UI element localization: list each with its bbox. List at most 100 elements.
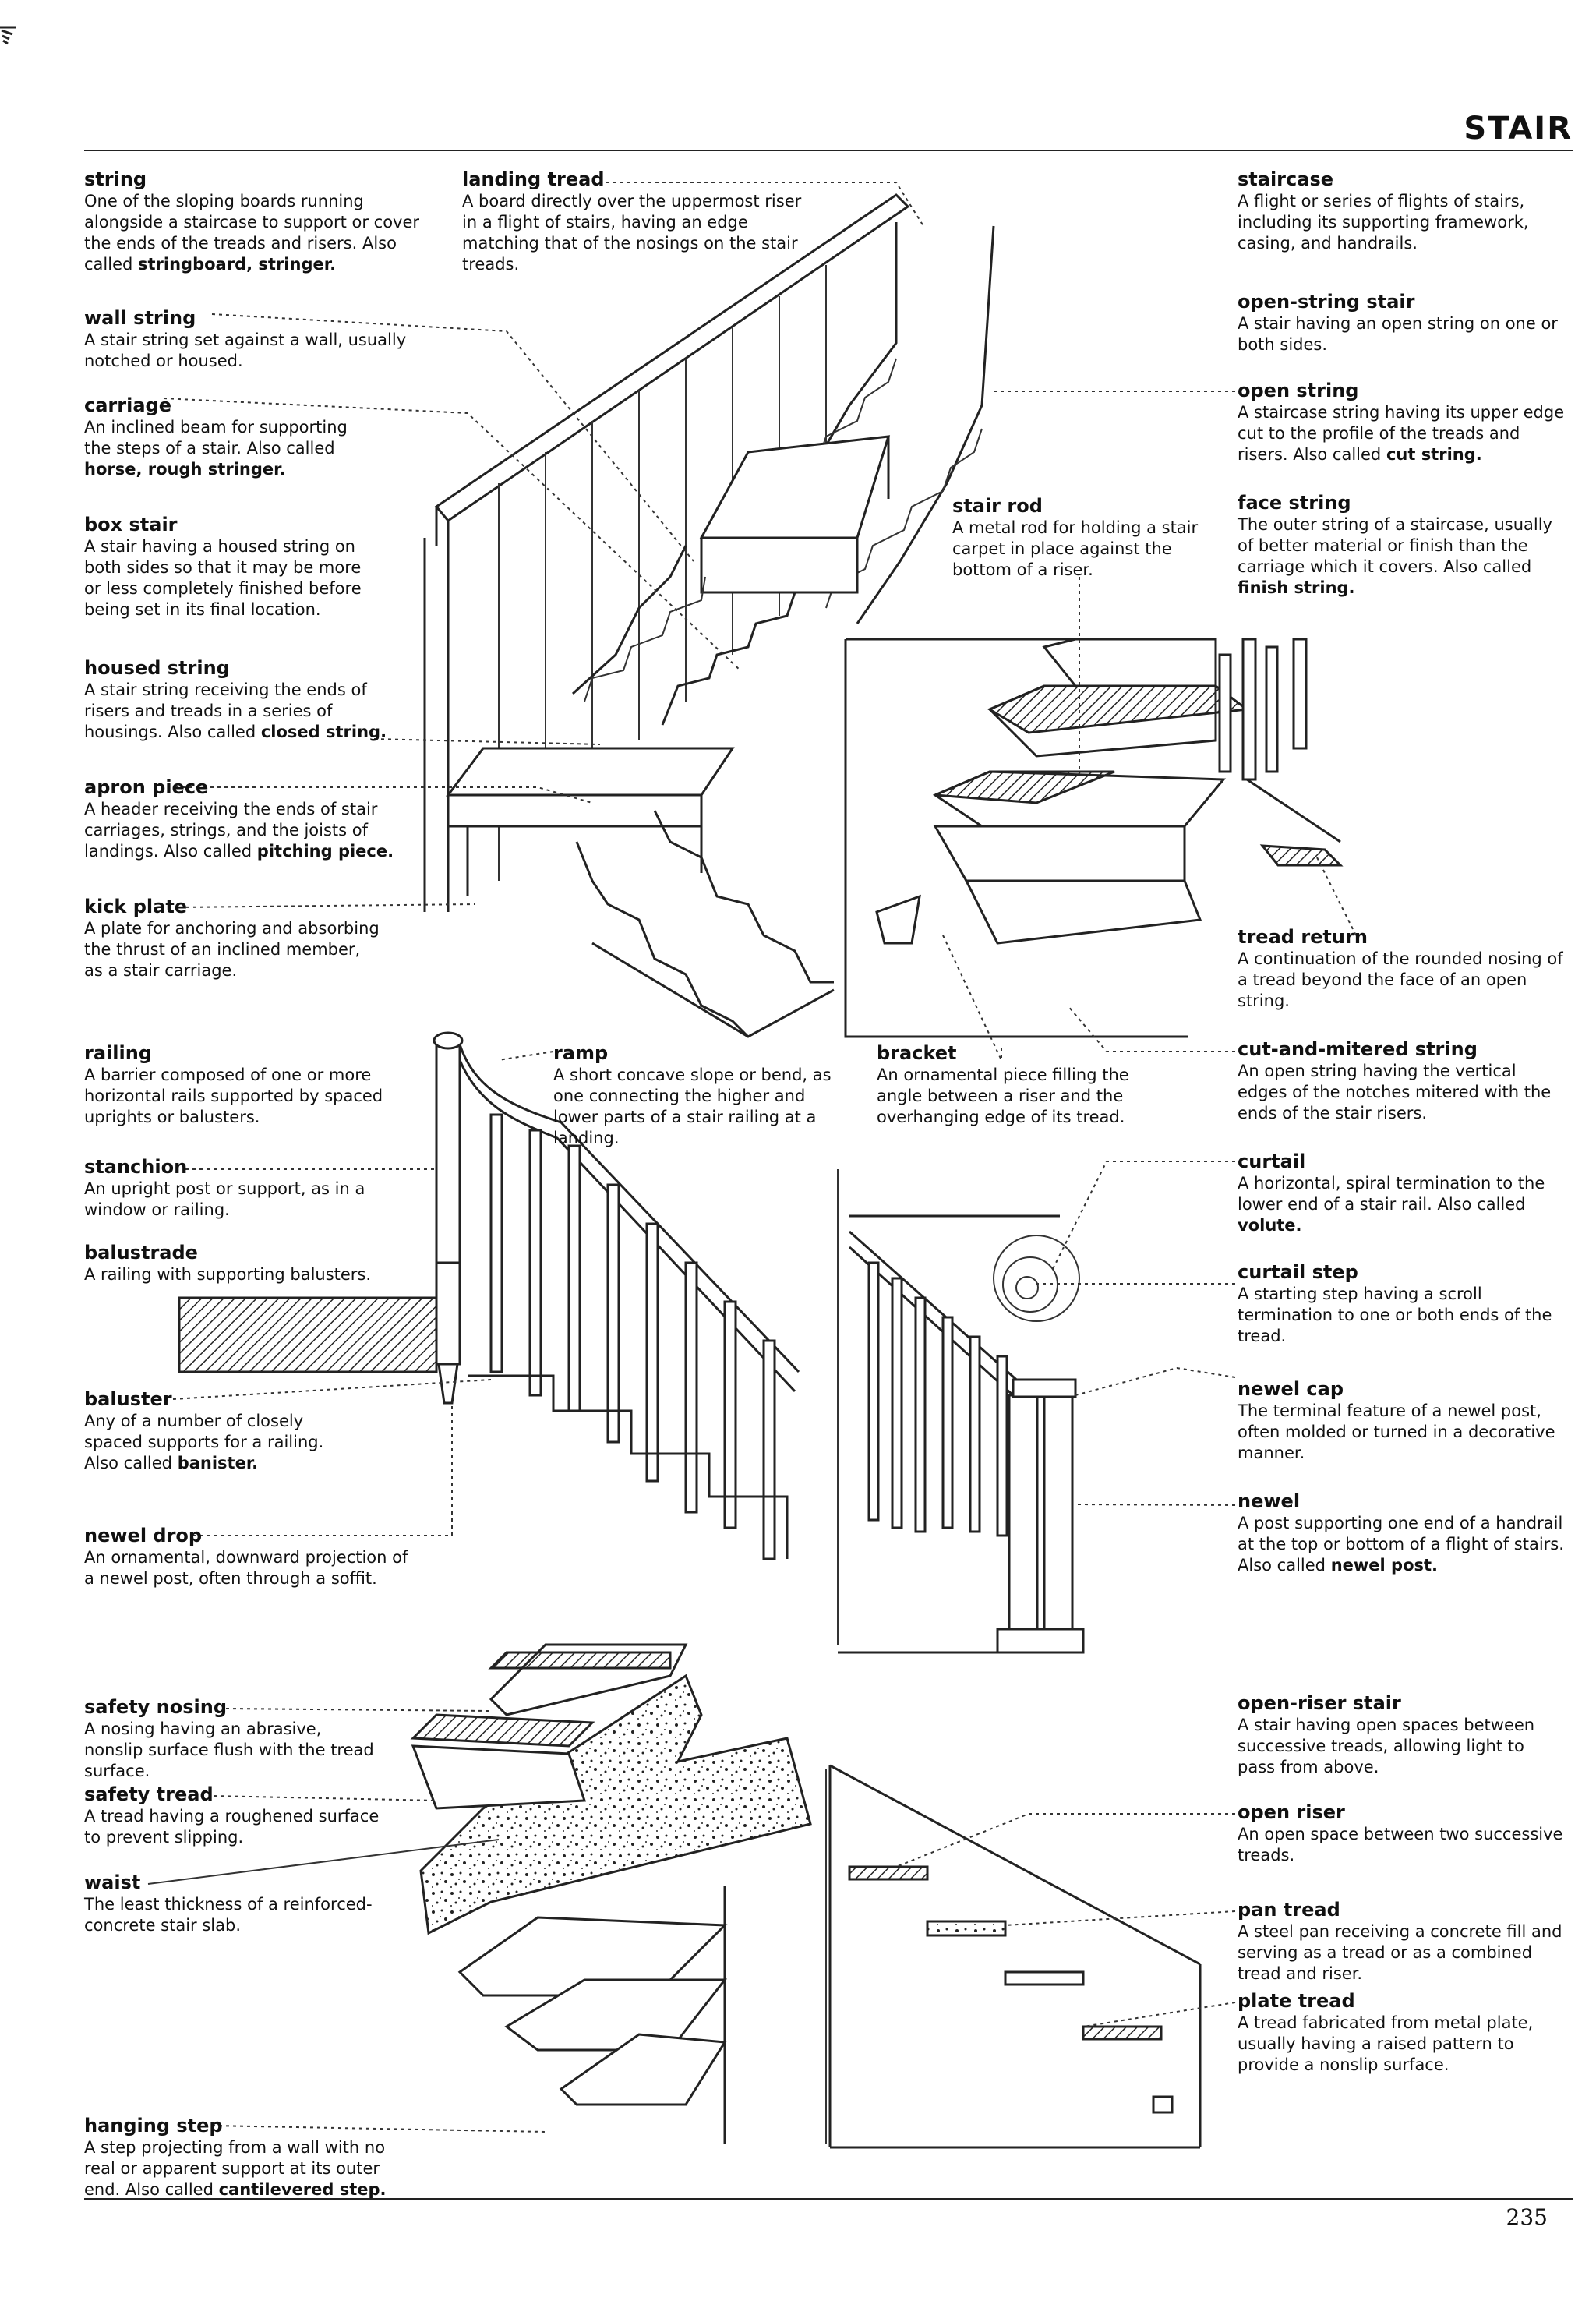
entry-cut-and-mitered-string: cut-and-mitered string An open string ha… bbox=[1238, 1037, 1565, 1124]
entry-face-string: face string The outer string of a stairc… bbox=[1238, 491, 1565, 599]
def-newel: A post supporting one end of a handrail … bbox=[1238, 1514, 1564, 1553]
open-riser-stair-drawing bbox=[828, 1764, 1202, 2149]
def-stanchion: An upright post or support, as in a wind… bbox=[84, 1179, 365, 1219]
def-apron-piece: A header receiving the ends of stair car… bbox=[84, 800, 378, 861]
def-tread-return: A continuation of the rounded nosing of … bbox=[1238, 949, 1563, 1010]
term-bracket: bracket bbox=[877, 1042, 957, 1064]
def-hanging-step: A step projecting from a wall with no re… bbox=[84, 2138, 386, 2199]
entry-hanging-step: hanging step A step projecting from a wa… bbox=[84, 2114, 411, 2200]
term-ramp: ramp bbox=[553, 1042, 609, 1064]
entry-housed-string: housed string A stair string receiving t… bbox=[84, 656, 396, 743]
def-newel-cap: The terminal feature of a newel post, of… bbox=[1238, 1401, 1555, 1462]
alt-string: stringboard, stringer. bbox=[138, 255, 337, 274]
term-stanchion: stanchion bbox=[84, 1156, 188, 1178]
term-open-riser-stair: open-riser stair bbox=[1238, 1692, 1401, 1714]
def-open-riser-stair: A stair having open spaces between succe… bbox=[1238, 1716, 1535, 1776]
def-string: One of the sloping boards running alongs… bbox=[84, 192, 420, 253]
term-newel: newel bbox=[1238, 1490, 1301, 1512]
entry-carriage: carriage An inclined beam for supporting… bbox=[84, 394, 349, 480]
term-newel-cap: newel cap bbox=[1238, 1378, 1344, 1400]
entry-curtail: curtail A horizontal, spiral termination… bbox=[1238, 1150, 1565, 1236]
leader-lines bbox=[147, 182, 1357, 2133]
def-staircase: A flight or series of flights of stairs,… bbox=[1238, 192, 1529, 253]
header-rule bbox=[84, 150, 1573, 151]
entry-ramp: ramp A short concave slope or bend, as o… bbox=[553, 1041, 849, 1149]
entry-stanchion: stanchion An upright post or support, as… bbox=[84, 1155, 380, 1221]
def-box-stair: A stair having a housed string on both s… bbox=[84, 537, 362, 619]
entry-balustrade: balustrade A railing with supporting bal… bbox=[84, 1241, 427, 1285]
term-newel-drop: newel drop bbox=[84, 1525, 203, 1546]
entry-curtail-step: curtail step A starting step having a sc… bbox=[1238, 1260, 1565, 1347]
term-housed-string: housed string bbox=[84, 657, 230, 679]
entry-string: string One of the sloping boards running… bbox=[84, 168, 427, 275]
def-open-string-stair: A stair having an open string on one or … bbox=[1238, 314, 1558, 354]
term-carriage: carriage bbox=[84, 394, 171, 416]
entry-waist: waist The least thickness of a reinforce… bbox=[84, 1871, 380, 1936]
def-plate-tread: A tread fabricated from metal plate, usu… bbox=[1238, 2013, 1534, 2074]
entry-stair-rod: stair rod A metal rod for holding a stai… bbox=[952, 494, 1202, 581]
def-housed-string: A stair string receiving the ends of ris… bbox=[84, 680, 367, 741]
term-safety-nosing: safety nosing bbox=[84, 1696, 228, 1718]
concrete-stair-drawing bbox=[410, 1643, 827, 2144]
def-newel-drop: An ornamental, downward projection of a … bbox=[84, 1548, 408, 1588]
def-safety-tread: A tread having a roughened surface to pr… bbox=[84, 1807, 380, 1847]
alt-curtail: volute. bbox=[1238, 1216, 1302, 1235]
alt-open-string: cut string. bbox=[1386, 445, 1482, 464]
alt-face-string: finish string. bbox=[1238, 578, 1355, 597]
def-open-string: A staircase string having its upper edge… bbox=[1238, 403, 1565, 464]
term-curtail-step: curtail step bbox=[1238, 1261, 1358, 1283]
entry-open-string: open string A staircase string having it… bbox=[1238, 380, 1565, 464]
entry-baluster: baluster Any of a number of closely spac… bbox=[84, 1387, 349, 1474]
entry-pan-tread: pan tread A steel pan receiving a concre… bbox=[1238, 1898, 1565, 1985]
term-tread-return: tread return bbox=[1238, 926, 1368, 948]
term-open-riser: open riser bbox=[1238, 1801, 1345, 1823]
def-curtail-step: A starting step having a scroll terminat… bbox=[1238, 1285, 1552, 1345]
entry-plate-tread: plate tread A tread fabricated from meta… bbox=[1238, 1989, 1565, 2076]
term-kick-plate: kick plate bbox=[84, 896, 188, 917]
entry-railing: railing A barrier composed of one or mor… bbox=[84, 1041, 396, 1128]
term-cut-and-mitered-string: cut-and-mitered string bbox=[1238, 1038, 1478, 1060]
def-railing: A barrier composed of one or more horizo… bbox=[84, 1066, 383, 1126]
term-safety-tread: safety tread bbox=[84, 1783, 214, 1805]
entry-apron-piece: apron piece A header receiving the ends … bbox=[84, 776, 396, 862]
alt-newel: newel post. bbox=[1330, 1556, 1439, 1575]
alt-housed-string: closed string. bbox=[260, 723, 387, 741]
entry-tread-return: tread return A continuation of the round… bbox=[1238, 925, 1565, 1012]
alt-hanging-step: cantilevered step. bbox=[218, 2180, 387, 2199]
term-balustrade: balustrade bbox=[84, 1242, 198, 1264]
entry-safety-tread: safety tread A tread having a roughened … bbox=[84, 1783, 396, 1848]
def-open-riser: An open space between two successive tre… bbox=[1238, 1825, 1563, 1864]
footer-rule bbox=[84, 2198, 1573, 2200]
term-landing-tread: landing tread bbox=[462, 168, 605, 190]
term-hanging-step: hanging step bbox=[84, 2115, 223, 2137]
term-railing: railing bbox=[84, 1042, 152, 1064]
def-balustrade: A railing with supporting balusters. bbox=[84, 1265, 372, 1284]
entry-bracket: bracket An ornamental piece filling the … bbox=[877, 1041, 1173, 1128]
def-stair-rod: A metal rod for holding a stair carpet i… bbox=[952, 518, 1199, 579]
entry-newel-drop: newel drop An ornamental, downward proje… bbox=[84, 1524, 411, 1589]
entry-newel-cap: newel cap The terminal feature of a newe… bbox=[1238, 1377, 1565, 1464]
def-face-string: The outer string of a staircase, usually… bbox=[1238, 515, 1552, 576]
term-curtail: curtail bbox=[1238, 1150, 1306, 1172]
def-wall-string: A stair string set against a wall, usual… bbox=[84, 330, 407, 370]
page-number: 235 bbox=[1506, 2204, 1548, 2230]
entry-safety-nosing: safety nosing A nosing having an abrasiv… bbox=[84, 1695, 380, 1782]
scan-artifact bbox=[0, 26, 16, 45]
curtail-newel-drawing bbox=[837, 1169, 1085, 1654]
entry-newel: newel A post supporting one end of a han… bbox=[1238, 1490, 1564, 1575]
term-open-string-stair: open-string stair bbox=[1238, 291, 1415, 313]
term-stair-rod: stair rod bbox=[952, 495, 1043, 517]
def-carriage: An inclined beam for supporting the step… bbox=[84, 418, 348, 458]
def-baluster: Any of a number of closely spaced suppor… bbox=[84, 1412, 324, 1451]
term-waist: waist bbox=[84, 1871, 141, 1893]
term-plate-tread: plate tread bbox=[1238, 1990, 1355, 2012]
entry-open-riser: open riser An open space between two suc… bbox=[1238, 1801, 1565, 1866]
section-title: STAIR bbox=[1464, 111, 1573, 147]
term-wall-string: wall string bbox=[84, 307, 196, 329]
entry-open-string-stair: open-string stair A stair having an open… bbox=[1238, 290, 1565, 355]
def-ramp: A short concave slope or bend, as one co… bbox=[553, 1066, 832, 1147]
def-bracket: An ornamental piece filling the angle be… bbox=[877, 1066, 1129, 1126]
balustrade-drawing bbox=[178, 1031, 800, 1560]
alt-baluster: banister. bbox=[177, 1454, 259, 1472]
